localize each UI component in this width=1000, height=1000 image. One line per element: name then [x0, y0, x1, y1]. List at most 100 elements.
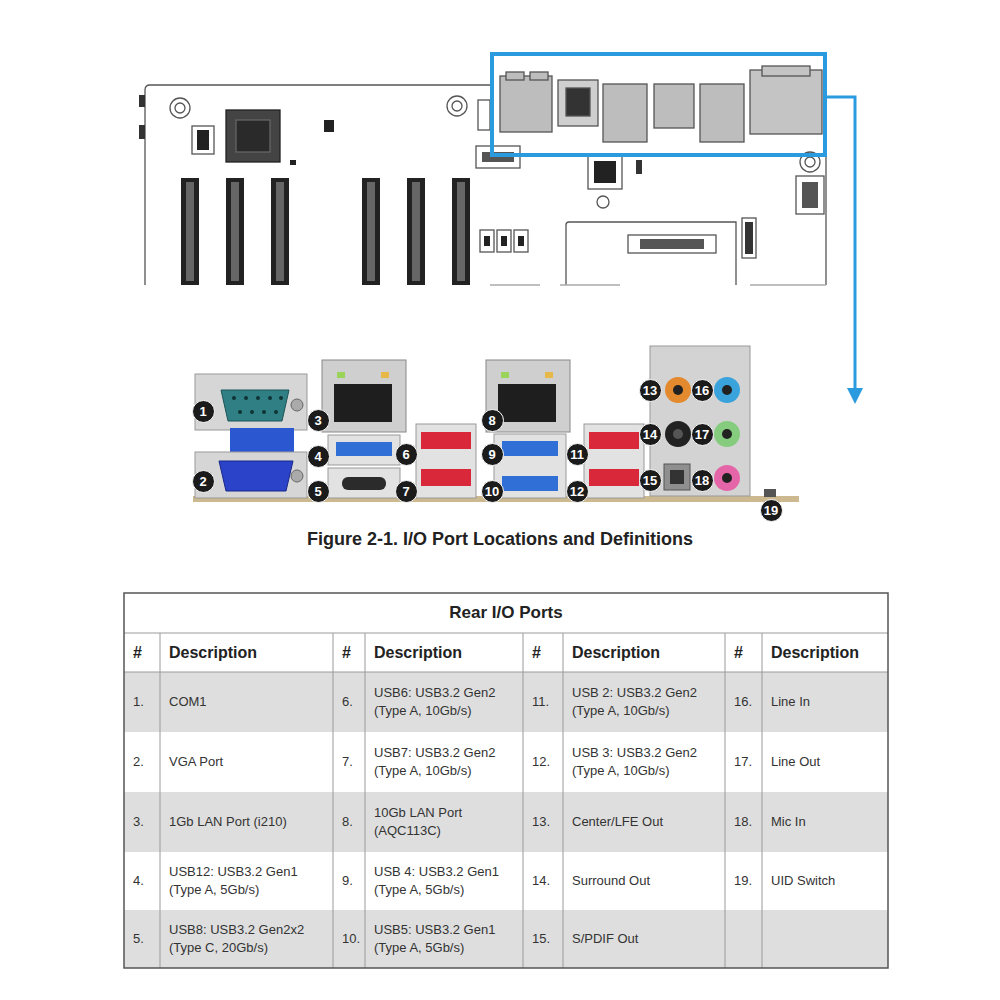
callout-text: 11	[570, 448, 584, 461]
label-text: Center/LFE Out	[572, 813, 663, 831]
label-text: Mic In	[771, 813, 806, 831]
label-text: Description	[771, 642, 859, 664]
port-number-cell: 18.	[725, 792, 762, 852]
label-text: 11.	[532, 693, 549, 711]
label-text: USB 3: USB3.2 Gen2 (Type A, 10Gb/s)	[572, 744, 719, 779]
callout-number: 8	[481, 409, 504, 432]
label-text: 6.	[342, 693, 353, 711]
callout-number: 16	[691, 379, 714, 402]
callout-text: 14	[643, 428, 657, 441]
port-description-cell: USB 2: USB3.2 Gen2 (Type A, 10Gb/s)	[563, 672, 725, 732]
port-description-cell: USB 3: USB3.2 Gen2 (Type A, 10Gb/s)	[563, 732, 725, 792]
callout-number: 18	[691, 469, 714, 492]
table-header: Description	[563, 633, 725, 672]
port-number-cell: 10.	[333, 910, 365, 968]
table-header: #	[725, 633, 762, 672]
port-number-cell: 19.	[725, 852, 762, 910]
port-number-cell: 3.	[124, 792, 160, 852]
port-number-cell: 1.	[124, 672, 160, 732]
callout-number: 2	[192, 470, 215, 493]
label-text: #	[133, 642, 142, 664]
table-header: Description	[762, 633, 888, 672]
port-number-cell: 2.	[124, 732, 160, 792]
label-text: #	[342, 642, 351, 664]
label-text: 8.	[342, 813, 353, 831]
port-number-cell: 12.	[523, 732, 563, 792]
port-number-cell: 14.	[523, 852, 563, 910]
label-text: 16.	[734, 693, 752, 711]
label-text: USB12: USB3.2 Gen1 (Type A, 5Gb/s)	[169, 863, 327, 898]
callout-number: 11	[566, 443, 589, 466]
port-number-cell: 17.	[725, 732, 762, 792]
label-text: Description	[169, 642, 257, 664]
port-description-cell: 1Gb LAN Port (i210)	[160, 792, 333, 852]
label-text: COM1	[169, 693, 207, 711]
callout-text: 15	[643, 474, 657, 487]
callout-number: 1	[192, 400, 215, 423]
highlight-frame	[492, 54, 825, 155]
label-text: Line Out	[771, 753, 820, 771]
port-description-cell: Surround Out	[563, 852, 725, 910]
label-text: USB5: USB3.2 Gen1 (Type A, 5Gb/s)	[374, 921, 517, 956]
label-text: Description	[572, 642, 660, 664]
callout-text: 17	[695, 428, 709, 441]
callout-number: 6	[395, 443, 418, 466]
callout-number: 7	[395, 480, 418, 503]
callout-text: 4	[314, 450, 321, 463]
label-text: 13.	[532, 813, 550, 831]
callout-number: 4	[307, 445, 330, 468]
port-description-cell: 10Gb LAN Port (AQC113C)	[365, 792, 523, 852]
table-header: Description	[365, 633, 523, 672]
label-text: 19.	[734, 872, 752, 890]
port-number-cell: 6.	[333, 672, 365, 732]
label-text: 17.	[734, 753, 752, 771]
port-description-cell: USB 4: USB3.2 Gen1 (Type A, 5Gb/s)	[365, 852, 523, 910]
label-text: USB6: USB3.2 Gen2 (Type A, 10Gb/s)	[374, 684, 517, 719]
table-header: #	[523, 633, 563, 672]
label-text: 4.	[133, 872, 144, 890]
callout-text: 9	[488, 448, 495, 461]
motherboard-drawing	[139, 66, 826, 285]
table-header: #	[333, 633, 365, 672]
label-text: 2.	[133, 753, 144, 771]
label-text: #	[532, 642, 541, 664]
port-description-cell: COM1	[160, 672, 333, 732]
port-description-cell: S/PDIF Out	[563, 910, 725, 968]
io-panel-drawing	[193, 346, 799, 502]
port-description-cell: USB8: USB3.2 Gen2x2 (Type C, 20Gb/s)	[160, 910, 333, 968]
label-text: Line In	[771, 693, 810, 711]
port-description-cell: VGA Port	[160, 732, 333, 792]
label-text: 18.	[734, 813, 752, 831]
label-text: USB8: USB3.2 Gen2x2 (Type C, 20Gb/s)	[169, 921, 327, 956]
label-text: USB 2: USB3.2 Gen2 (Type A, 10Gb/s)	[572, 684, 719, 719]
port-number-cell: 15.	[523, 910, 563, 968]
arrow-head	[847, 388, 863, 404]
callout-text: 10	[485, 485, 499, 498]
label-text: 9.	[342, 872, 353, 890]
port-number-cell: 5.	[124, 910, 160, 968]
callout-number: 9	[481, 443, 504, 466]
port-number-cell: 7.	[333, 732, 365, 792]
port-description-cell: USB6: USB3.2 Gen2 (Type A, 10Gb/s)	[365, 672, 523, 732]
label-text: 5.	[133, 930, 144, 948]
callout-number: 14	[639, 423, 662, 446]
port-description-cell: Line In	[762, 672, 888, 732]
callout-number: 19	[760, 499, 783, 522]
label-text: 14.	[532, 872, 550, 890]
callout-text: 12	[570, 485, 584, 498]
callout-text: 6	[402, 448, 409, 461]
callout-text: 1	[199, 405, 206, 418]
label-text: S/PDIF Out	[572, 930, 638, 948]
label-text: UID Switch	[771, 872, 835, 890]
callout-text: 3	[314, 414, 321, 427]
callout-text: 5	[314, 485, 321, 498]
table-grid	[124, 593, 888, 968]
table-title: Rear I/O Ports	[124, 593, 888, 633]
label-text: USB 4: USB3.2 Gen1 (Type A, 5Gb/s)	[374, 863, 517, 898]
port-description-cell: USB7: USB3.2 Gen2 (Type A, 10Gb/s)	[365, 732, 523, 792]
callout-text: 2	[199, 475, 206, 488]
callout-number: 3	[307, 409, 330, 432]
label-text: 3.	[133, 813, 144, 831]
label-text: #	[734, 642, 743, 664]
